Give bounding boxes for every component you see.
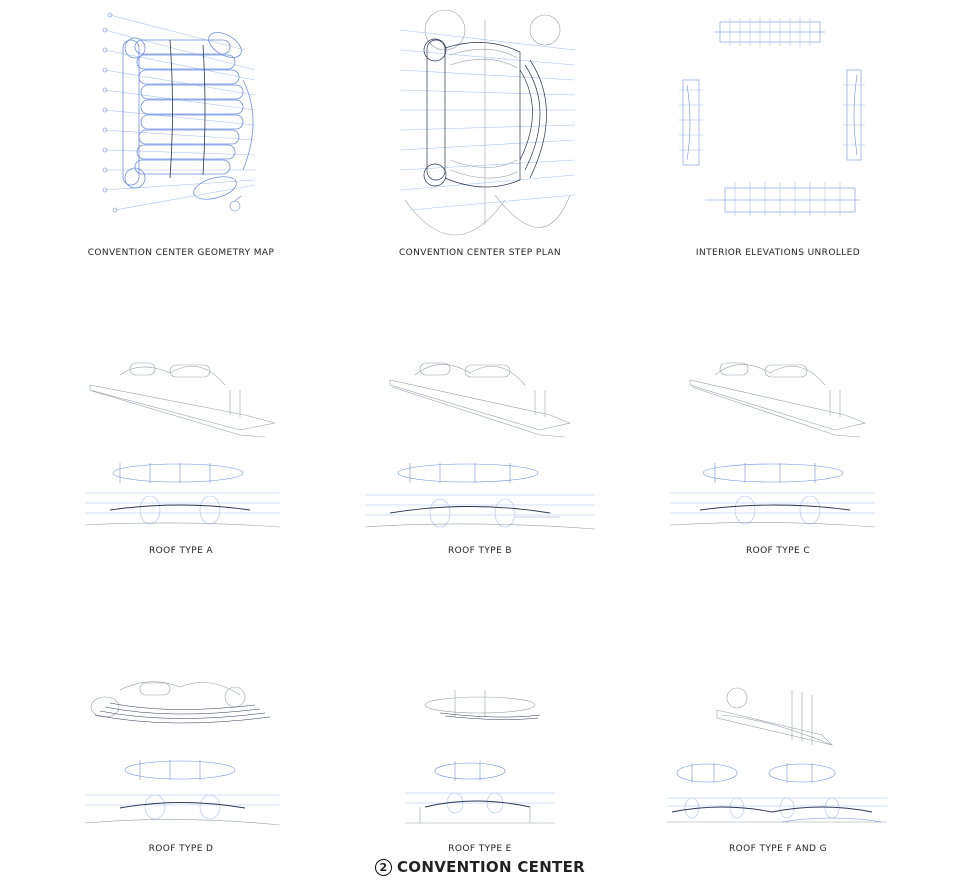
roof-c-drawing	[665, 355, 880, 530]
roof-a-caption: ROOF TYPE A	[149, 546, 213, 556]
roof-e-drawing	[400, 675, 560, 830]
sheet-number-badge: 2	[374, 859, 392, 876]
step-plan-drawing	[395, 9, 580, 236]
roof-a-drawing	[80, 355, 285, 530]
roof-fg-drawing	[662, 680, 892, 830]
roof-fg-caption: ROOF TYPE F AND G	[729, 844, 827, 854]
geometry-map-drawing	[95, 10, 275, 225]
interior-elevations-caption: INTERIOR ELEVATIONS UNROLLED	[695, 248, 861, 258]
roof-c-caption: ROOF TYPE C	[745, 546, 811, 556]
roof-d-drawing	[80, 675, 285, 830]
roof-b-caption: ROOF TYPE B	[447, 546, 512, 556]
roof-b-drawing	[360, 355, 600, 535]
interior-elevations-drawing	[675, 10, 870, 220]
sheet-title-text: CONVENTION CENTER	[396, 858, 585, 876]
roof-e-caption: ROOF TYPE E	[448, 844, 512, 854]
roof-d-caption: ROOF TYPE D	[148, 844, 214, 854]
step-plan-caption: CONVENTION CENTER STEP PLAN	[398, 248, 562, 258]
geometry-map-caption: CONVENTION CENTER GEOMETRY MAP	[87, 248, 275, 258]
